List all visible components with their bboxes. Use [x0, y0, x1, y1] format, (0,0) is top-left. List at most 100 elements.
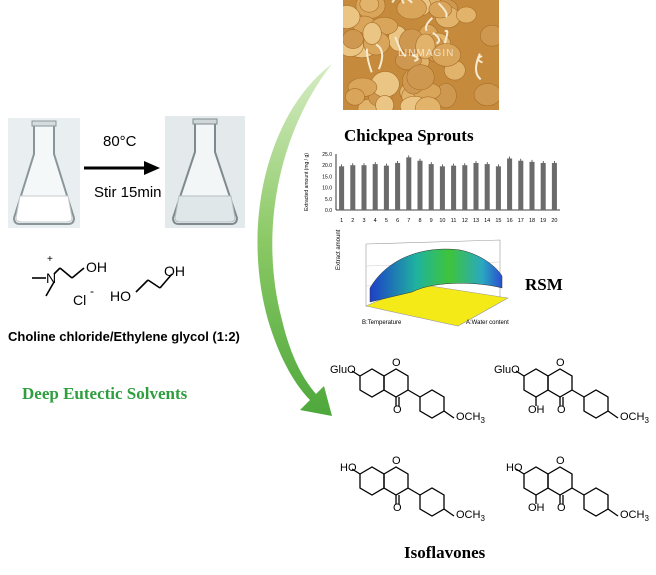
x-tick-label: 4 — [374, 218, 377, 224]
iso2-sub3: 3 — [644, 416, 649, 426]
iso4-ring-o: O — [556, 455, 565, 467]
chickpea — [428, 0, 453, 19]
chickpea — [343, 29, 364, 49]
bar — [462, 165, 468, 210]
iso3-och: OCH — [456, 509, 481, 521]
isoflavone-structure-3 — [330, 454, 490, 534]
choline-chloride-structure — [26, 252, 216, 312]
iso4-keto-o: O — [557, 502, 566, 514]
chickpea — [480, 24, 499, 47]
x-tick-label: 7 — [407, 218, 410, 224]
bar — [361, 165, 367, 210]
rsm-surface-plot — [340, 236, 520, 336]
isoflavones-title: Isoflavones — [404, 543, 486, 562]
iso1-glu: GluO — [330, 364, 356, 376]
x-tick-label: 8 — [418, 218, 421, 224]
sprout — [375, 43, 384, 70]
bar — [551, 162, 557, 210]
x-tick-label: 6 — [396, 218, 399, 224]
choline-n: N — [46, 270, 57, 286]
arrow-right-icon — [82, 158, 162, 178]
x-tick-label: 12 — [462, 218, 468, 224]
y-tick-label: 15.0 — [322, 174, 332, 180]
iso2-keto-o: O — [557, 404, 566, 416]
bar — [395, 162, 401, 210]
stir-label: Stir 15min — [94, 184, 162, 201]
isoflavone-structure-2 — [494, 356, 654, 436]
sprout — [437, 2, 448, 18]
y-tick-label: 25.0 — [322, 152, 332, 158]
sprout — [391, 0, 396, 4]
bar — [529, 161, 535, 210]
chickpea — [375, 95, 394, 110]
bar — [484, 164, 490, 210]
chickpea — [473, 83, 499, 107]
curved-arrow-icon — [240, 60, 340, 430]
rsm-ylabel: A:Water content — [466, 320, 509, 326]
y-tick-label: 20.0 — [322, 163, 332, 169]
chickpea — [343, 5, 361, 29]
iso3-ho: HO — [340, 462, 357, 474]
rsm-title: RSM — [525, 275, 563, 294]
sprouts-title: Chickpea Sprouts — [344, 126, 474, 145]
y-tick-label: 10.0 — [322, 186, 332, 192]
iso4-och: OCH — [620, 509, 645, 521]
sprouts-watermark: LINMAGIN — [398, 48, 455, 59]
iso3-och3: OCH3 — [456, 509, 485, 523]
x-tick-label: 9 — [430, 218, 433, 224]
isoflavone-structure-4 — [494, 454, 654, 534]
sprout — [443, 29, 449, 44]
chickpea — [406, 64, 435, 91]
x-tick-label: 3 — [362, 218, 365, 224]
bar — [507, 158, 513, 210]
x-tick-label: 15 — [495, 218, 501, 224]
iso1-ring-o: O — [392, 357, 401, 369]
x-tick-label: 13 — [473, 218, 479, 224]
ethylene-glycol-oh: OH — [164, 263, 185, 279]
iso1-och: OCH — [456, 411, 481, 423]
x-tick-label: 18 — [529, 218, 535, 224]
x-tick-label: 5 — [385, 218, 388, 224]
iso1-keto-o: O — [393, 404, 402, 416]
x-tick-label: 14 — [484, 218, 490, 224]
bar — [439, 166, 445, 210]
x-tick-label: 1 — [340, 218, 343, 224]
y-axis-label: Extracted amount (mg / g) — [304, 153, 310, 211]
bar — [495, 166, 501, 210]
ethylene-glycol-ho: HO — [110, 288, 131, 304]
iso2-glu: GluO — [494, 364, 520, 376]
chickpea — [456, 6, 477, 24]
sprout — [477, 55, 483, 64]
chickpea — [415, 33, 436, 60]
bar — [350, 165, 356, 210]
x-tick-label: 16 — [507, 218, 513, 224]
bar — [383, 165, 389, 210]
sprout — [432, 31, 441, 45]
isoflavone-structure-1 — [330, 356, 490, 436]
iso4-ho: HO — [506, 462, 523, 474]
iso1-och3: OCH3 — [456, 411, 485, 425]
y-tick-label: 5.0 — [325, 197, 332, 203]
bar — [372, 164, 378, 210]
iso2-ring-o: O — [556, 357, 565, 369]
bar — [473, 162, 479, 210]
chickpea — [396, 0, 427, 20]
choline-oh: OH — [86, 259, 107, 275]
iso2-och: OCH — [620, 411, 645, 423]
chickpea — [362, 22, 382, 45]
bar — [428, 164, 434, 210]
iso2-och3: OCH3 — [620, 411, 649, 425]
rsm-zlabel: Extract amount — [336, 229, 342, 270]
chickpea — [414, 96, 442, 110]
x-tick-label: 11 — [451, 218, 457, 224]
des-title: Deep Eutectic Solvents — [22, 384, 188, 403]
temperature-label: 80°C — [103, 133, 137, 150]
iso4-oh: OH — [528, 502, 545, 514]
iso1-sub3: 3 — [480, 416, 485, 426]
iso3-sub3: 3 — [480, 514, 485, 524]
sprout — [424, 17, 433, 32]
chloride-ion: Cl — [73, 292, 87, 308]
sprout — [401, 0, 413, 4]
x-tick-label: 20 — [551, 218, 557, 224]
